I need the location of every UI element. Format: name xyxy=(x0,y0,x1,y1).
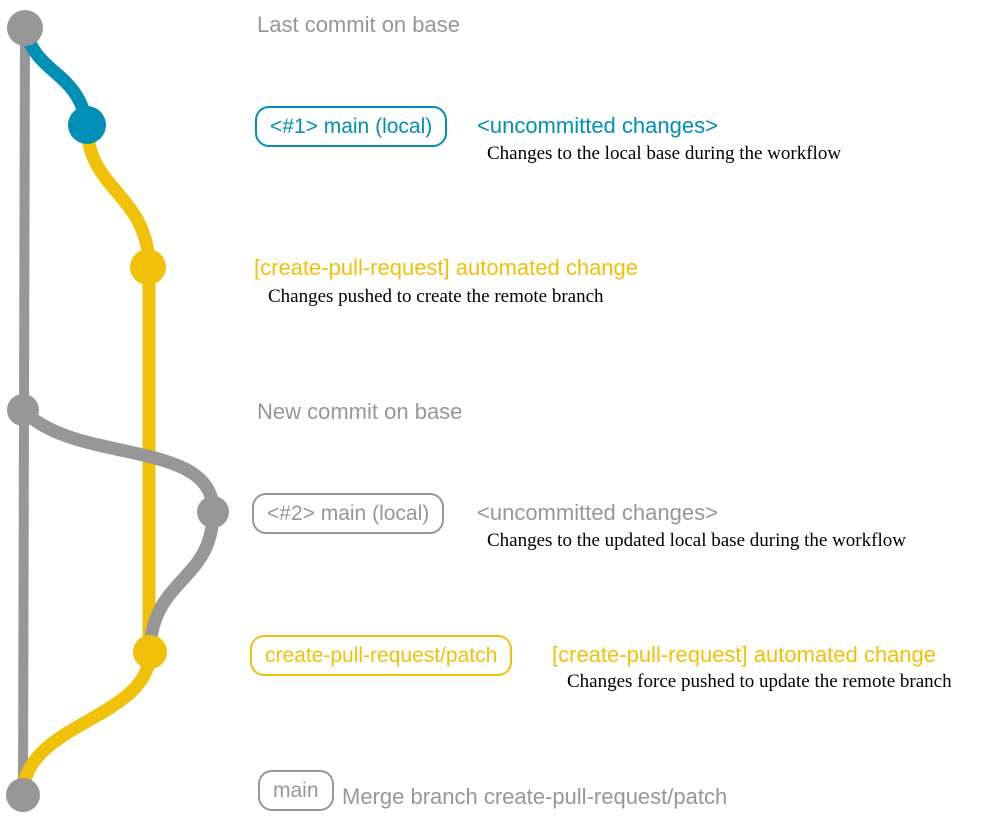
commit-dot-last-base xyxy=(7,10,43,46)
branch-badge-main-local-1: <#1> main (local) xyxy=(255,106,448,147)
note-updated-local-base-changes: Changes to the updated local base during… xyxy=(487,530,906,551)
new-commit-label: New commit on base xyxy=(257,399,463,424)
commit-message-uncommitted-1: <uncommitted changes> xyxy=(477,113,718,138)
commit-message-merge: Merge branch create-pull-request/patch xyxy=(342,784,728,809)
patch-merge-line xyxy=(16,645,157,802)
note-force-pushed-update-remote: Changes force pushed to update the remot… xyxy=(567,671,952,692)
note-local-base-changes: Changes to the local base during the wor… xyxy=(487,143,842,164)
commit-message-automated-2: [create-pull-request] automated change xyxy=(552,642,937,667)
commit-dot-automated-change-1 xyxy=(130,249,166,285)
commit-dot-main-1 xyxy=(68,106,106,144)
base-update-curve-out xyxy=(16,403,220,519)
commit-dot-new-base xyxy=(7,394,39,426)
commit-message-uncommitted-2: <uncommitted changes> xyxy=(477,500,718,525)
branch-badge-main-local-2: <#2> main (local) xyxy=(252,493,445,534)
last-commit-label: Last commit on base xyxy=(257,12,460,37)
patch-branch-line xyxy=(80,118,156,659)
branch-badge-patch: create-pull-request/patch xyxy=(250,635,513,676)
base-update-curve-in xyxy=(143,505,220,659)
branch-badge-main: main xyxy=(258,770,334,811)
commit-dot-main-2 xyxy=(197,496,229,528)
git-graph xyxy=(6,10,229,812)
commit-dot-merge xyxy=(6,778,40,812)
commit-dot-patch xyxy=(133,635,167,669)
commit-message-automated-1: [create-pull-request] automated change xyxy=(254,255,639,280)
note-pushed-create-remote: Changes pushed to create the remote bran… xyxy=(268,286,604,307)
